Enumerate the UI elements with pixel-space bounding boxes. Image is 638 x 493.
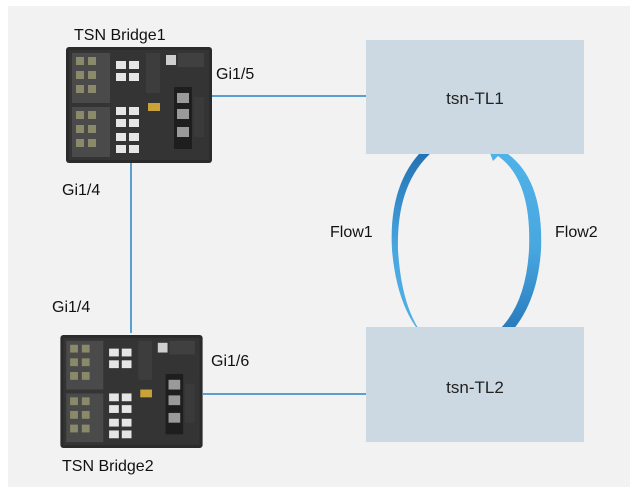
endpoint-tsn-tl2-label: tsn-TL2 [446, 378, 504, 397]
flow1-label: Flow1 [330, 224, 373, 241]
endpoint-tsn-tl2: tsn-TL2 [366, 327, 584, 442]
endpoint-tsn-tl1-label: tsn-TL1 [446, 89, 504, 108]
bridge1-label: TSN Bridge1 [74, 27, 166, 44]
bridge2-port-gi1-4: Gi1/4 [52, 299, 91, 316]
bridge2-switch-icon [60, 335, 203, 448]
bridge1-port-gi1-4: Gi1/4 [62, 182, 101, 199]
bridge1-switch-icon [66, 47, 212, 163]
flow2-arrow [483, 140, 542, 355]
flow2-label: Flow2 [555, 224, 598, 241]
flow1-arrow [391, 145, 440, 355]
endpoint-tsn-tl1: tsn-TL1 [366, 40, 584, 154]
bridge2-label: TSN Bridge2 [62, 458, 154, 475]
bridge2-port-gi1-6: Gi1/6 [211, 353, 250, 370]
bridge1-port-gi1-5: Gi1/5 [216, 66, 255, 83]
